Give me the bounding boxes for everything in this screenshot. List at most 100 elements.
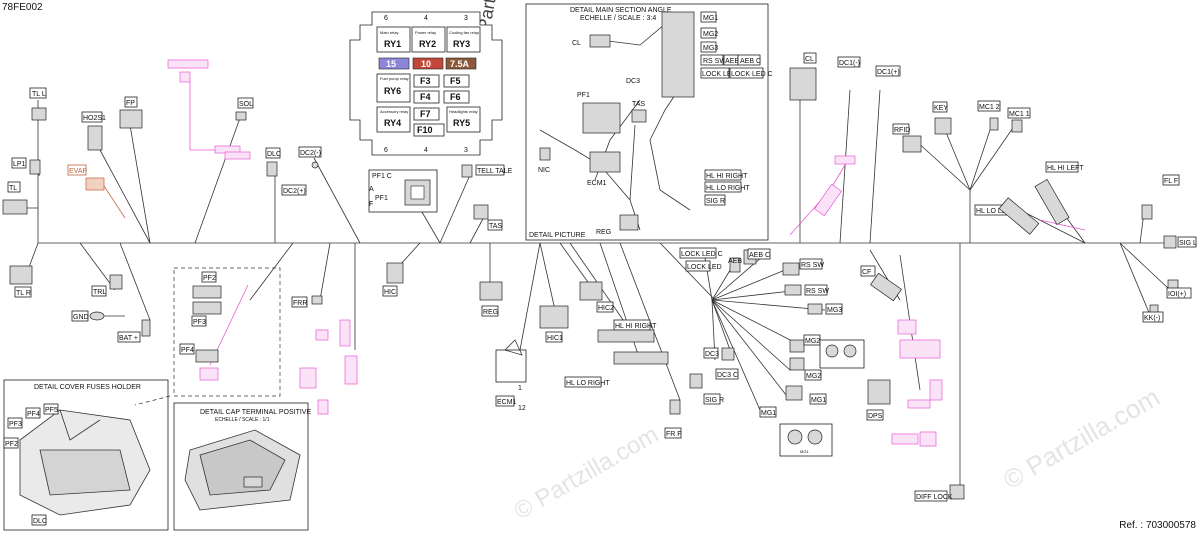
svg-text:ECM1: ECM1 [497, 399, 517, 406]
diff-lock-connector [949, 484, 965, 500]
svg-text:Power relay: Power relay [415, 30, 436, 35]
svg-text:TAS: TAS [489, 223, 502, 230]
sig-l-connector [1163, 235, 1177, 249]
svg-text:7.5A: 7.5A [450, 59, 470, 69]
optional-connector [317, 399, 329, 415]
svg-text:DC1(-): DC1(-) [839, 60, 860, 67]
svg-text:3: 3 [464, 15, 468, 22]
tas-sensor [473, 204, 489, 220]
svg-text:LP1: LP1 [13, 161, 26, 168]
optional-connector [897, 319, 917, 335]
svg-text:REG: REG [596, 229, 611, 236]
svg-text:1: 1 [518, 385, 522, 392]
svg-text:AEB C: AEB C [749, 252, 770, 259]
rfid-connector [902, 135, 922, 153]
svg-text:RY1: RY1 [384, 39, 401, 49]
hl-lo-right-connector [613, 351, 669, 365]
svg-text:HL HI RIGHT: HL HI RIGHT [706, 173, 748, 180]
svg-text:SIG L: SIG L [1179, 240, 1197, 247]
rs-sw-connector [782, 262, 800, 276]
positive-cap [243, 476, 263, 488]
svg-text:PF4: PF4 [181, 347, 194, 354]
svg-text:SIG R: SIG R [705, 397, 724, 404]
svg-text:HL LO RIGHT: HL LO RIGHT [706, 185, 750, 192]
relay-ry1 [376, 26, 411, 53]
svg-text:KK(-): KK(-) [1144, 315, 1160, 322]
svg-text:DC2(-): DC2(-) [300, 150, 321, 157]
pf-connectors-detail: PF2 PF3 PF4 [173, 267, 281, 397]
svg-text:ECHELLE / SCALE : 1/1: ECHELLE / SCALE : 1/1 [215, 417, 270, 423]
svg-text:LOCK LED C: LOCK LED C [731, 71, 773, 78]
dc2-terminal [311, 161, 319, 169]
svg-text:MG1: MG1 [800, 449, 809, 454]
sig-r-connector [689, 373, 703, 389]
fuse-box: 6 4 3 6 4 3 Main relay RY1 Power relay R… [349, 11, 503, 156]
svg-text:SOL: SOL [239, 101, 253, 108]
svg-text:LOCK LED: LOCK LED [702, 71, 737, 78]
fuse-f6 [443, 90, 470, 104]
relay-ry6 [376, 73, 411, 103]
pf3-connector [192, 301, 222, 315]
svg-text:KEY: KEY [934, 105, 948, 112]
svg-text:Cooling fan relay: Cooling fan relay [449, 30, 479, 35]
fr-f-connector [669, 399, 681, 415]
svg-text:RS SW: RS SW [801, 262, 824, 269]
svg-text:HL HI RIGHT: HL HI RIGHT [615, 323, 657, 330]
optional-connector [813, 183, 843, 217]
svg-text:HO2S1: HO2S1 [83, 115, 106, 122]
ho2s1-sensor [87, 125, 103, 151]
svg-text:PF2: PF2 [5, 441, 18, 448]
pf1-connector [582, 102, 621, 134]
trl-connector [109, 274, 123, 290]
svg-text:DC3: DC3 [626, 78, 640, 85]
fuse-f10 [413, 123, 445, 137]
svg-text:DIFF LOCK: DIFF LOCK [916, 494, 953, 501]
svg-text:IOI(+): IOI(+) [1168, 291, 1186, 298]
svg-text:PF2: PF2 [203, 275, 216, 282]
hl-lo-left-connector [998, 197, 1040, 235]
fuse-15a [378, 57, 410, 70]
svg-text:MG1: MG1 [811, 397, 826, 404]
hic2-connector [579, 281, 603, 301]
svg-text:F6: F6 [450, 92, 461, 102]
svg-text:10: 10 [421, 59, 431, 69]
reg-connector [619, 214, 639, 231]
main-harness-bundle [661, 11, 695, 98]
svg-text:DETAIL CAP TERMINAL POSITIVE: DETAIL CAP TERMINAL POSITIVE [200, 409, 311, 416]
pf2-connector [192, 285, 222, 299]
svg-text:FRR: FRR [293, 300, 307, 307]
dc3-connector [721, 347, 735, 361]
detail-main-section: DETAIL MAIN SECTION ANGLE ECHELLE / SCAL… [525, 3, 773, 241]
svg-text:HL LO LEFT: HL LO LEFT [976, 208, 1016, 215]
mc1-2-connector [989, 117, 999, 131]
optional-connector [224, 151, 251, 160]
svg-text:MG1: MG1 [703, 15, 718, 22]
watermark: © Partzilla.com [998, 382, 1165, 496]
svg-text:NIC: NIC [538, 167, 550, 174]
key-switch [934, 117, 952, 135]
svg-text:4: 4 [424, 147, 428, 154]
relay-ry5 [446, 106, 481, 133]
optional-connector [899, 339, 941, 359]
svg-text:TRL: TRL [93, 289, 106, 296]
optional-connector [199, 367, 219, 381]
reference-number: Ref. : 703000578 [1119, 520, 1196, 531]
nic-connector [539, 147, 551, 161]
watermark: © Partzilla.com [510, 421, 664, 525]
relay-ry2 [411, 26, 446, 53]
fuse-f7 [413, 107, 440, 121]
hl-hi-left-connector [1034, 178, 1070, 226]
svg-text:MG1: MG1 [761, 410, 776, 417]
svg-text:CF: CF [862, 269, 871, 276]
svg-text:Fuel pump relay: Fuel pump relay [380, 76, 409, 81]
svg-text:DLC: DLC [33, 518, 47, 525]
svg-text:PF1: PF1 [577, 92, 590, 99]
svg-text:MG2: MG2 [703, 31, 718, 38]
svg-text:DC2(+): DC2(+) [283, 188, 306, 195]
svg-text:RY4: RY4 [384, 118, 401, 128]
svg-text:GND: GND [73, 314, 89, 321]
svg-text:HL LO RIGHT: HL LO RIGHT [566, 380, 610, 387]
svg-text:Main relay: Main relay [380, 30, 398, 35]
svg-text:PF4: PF4 [27, 411, 40, 418]
svg-text:HIC1: HIC1 [547, 335, 563, 342]
